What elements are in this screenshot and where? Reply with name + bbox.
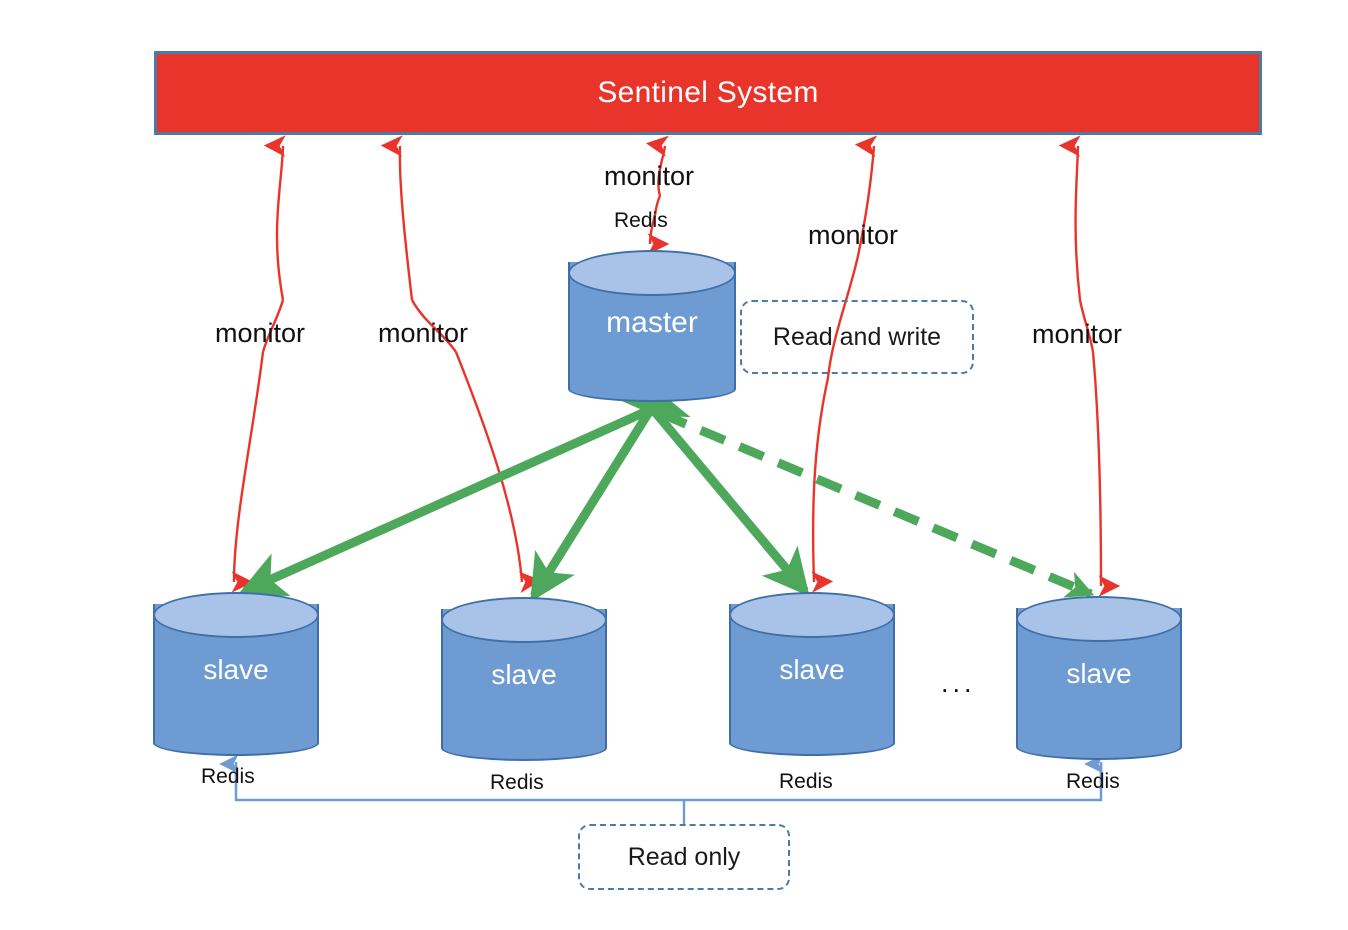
master-node-label: master xyxy=(606,306,698,339)
replication-arrow-slave-1 xyxy=(238,374,691,597)
read-and-write-label: Read and write xyxy=(772,322,942,351)
slave-node-label: slave xyxy=(779,654,845,685)
redis-label-slave-2: Redis xyxy=(490,771,544,794)
monitor-arrow-slave-1 xyxy=(231,135,286,593)
monitor-label-1: monitor xyxy=(215,318,306,348)
slave-node-label: slave xyxy=(491,659,557,690)
monitor-label-5: monitor xyxy=(1032,319,1123,349)
sentinel-system-bar[interactable]: Sentinel System xyxy=(154,51,1262,135)
cylinder-top-cap xyxy=(441,597,607,643)
read-only-callout: Read only xyxy=(578,824,790,890)
slave-node-label: slave xyxy=(1066,658,1132,689)
monitor-label-3: monitor xyxy=(604,161,695,191)
replication-arrow-slave-2 xyxy=(530,366,690,603)
redis-label-slave-1: Redis xyxy=(201,765,255,788)
slave-node-4[interactable]: slave xyxy=(1016,596,1182,760)
monitor-arrow-slave-4 xyxy=(1058,135,1121,597)
monitor-label-4: monitor xyxy=(808,220,899,250)
replication-arrow-slave-3 xyxy=(611,366,810,597)
slave-node-label: slave xyxy=(203,654,269,685)
cylinder-top-cap xyxy=(729,592,895,638)
slave-node-3[interactable]: slave xyxy=(729,592,895,756)
slave-node-1[interactable]: slave xyxy=(153,592,319,756)
replication-arrow-slave-4-dashed xyxy=(634,391,1095,599)
sentinel-system-label: Sentinel System xyxy=(597,76,819,109)
cylinder-top-cap xyxy=(153,592,319,638)
redis-label-master: Redis xyxy=(614,209,668,232)
read-only-label: Read only xyxy=(627,842,741,871)
ellipsis-label: ... xyxy=(941,668,976,698)
redis-label-slave-4: Redis xyxy=(1066,770,1120,793)
slave-node-2[interactable]: slave xyxy=(441,597,607,761)
read-only-connector xyxy=(219,754,1104,826)
redis-label-slave-3: Redis xyxy=(779,770,833,793)
monitor-label-2: monitor xyxy=(378,318,469,348)
monitor-arrow-slave-2 xyxy=(380,135,542,593)
cylinder-top-cap xyxy=(568,250,736,296)
read-and-write-callout: Read and write xyxy=(740,300,974,374)
master-node[interactable]: master xyxy=(568,250,736,402)
cylinder-top-cap xyxy=(1016,596,1182,642)
